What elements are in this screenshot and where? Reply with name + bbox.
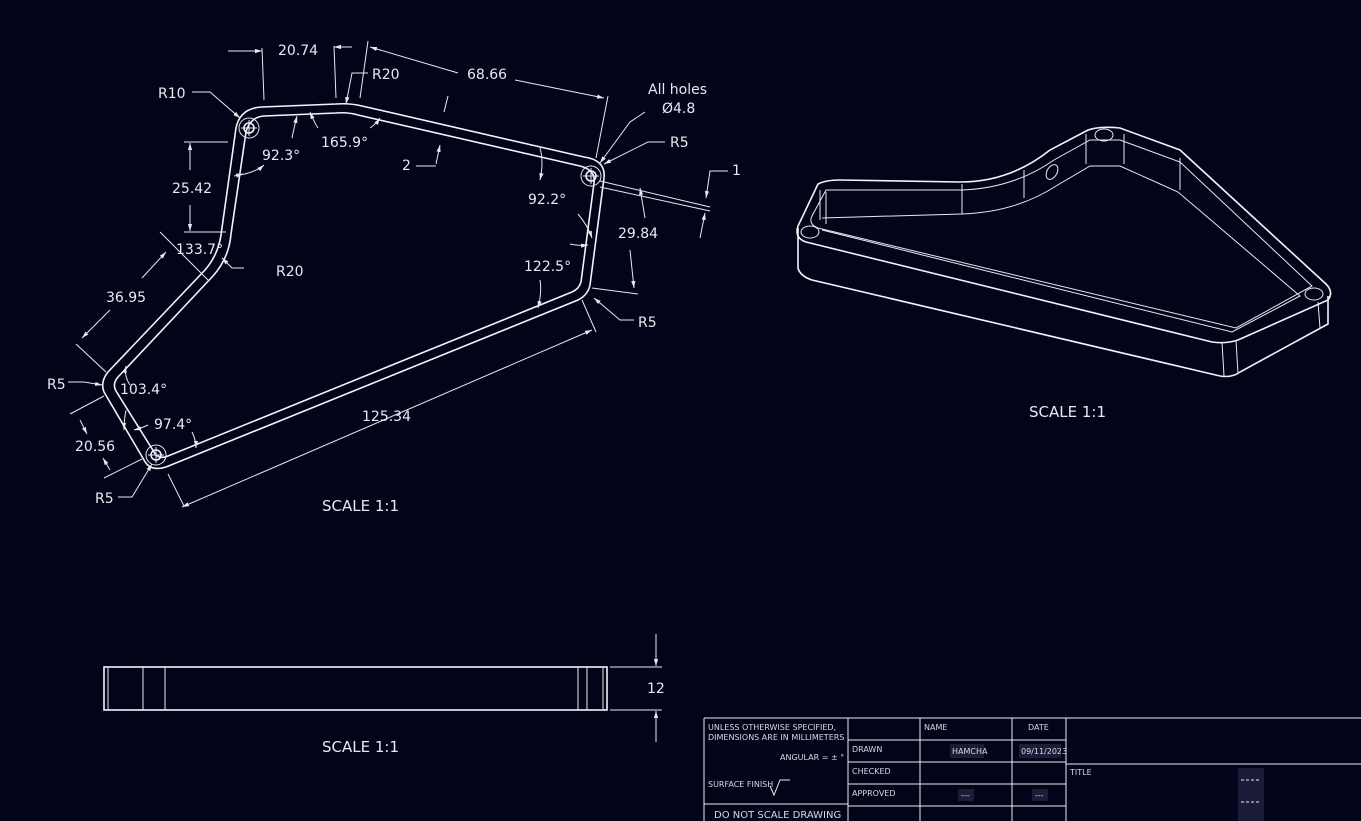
note-angular: ANGULAR = ± ° (780, 753, 844, 762)
dim-133-7: 133.7° (176, 242, 223, 258)
note-hole-diameter: Ø4.8 (662, 101, 695, 117)
dim-r20-top: R20 (372, 67, 400, 83)
title-label: TITLE (1069, 768, 1092, 777)
header-name: NAME (924, 723, 947, 732)
drawn-date: 09/11/2023 (1021, 747, 1067, 756)
dim-165-9: 165.9° (321, 135, 368, 151)
dim-20-74: 20.74 (278, 43, 318, 59)
title-field-marker (1238, 768, 1264, 821)
iso-side-hole (1045, 164, 1059, 180)
iso-hole-left (800, 225, 820, 239)
hole-right-boss (580, 165, 602, 187)
dim-29-84: 29.84 (618, 226, 658, 242)
part-inner-outline (113, 111, 596, 459)
side-view: 12 SCALE 1:1 (103, 634, 665, 756)
row-drawn: DRAWN (852, 745, 882, 754)
dim-92-2: 92.2° (528, 192, 566, 208)
note-do-not-scale: DO NOT SCALE DRAWING (714, 810, 841, 821)
drawn-date-field (1019, 744, 1061, 758)
dim-r5-right: R5 (670, 135, 689, 151)
dimension-lines (68, 40, 728, 508)
dim-2: 2 (402, 158, 411, 174)
approved-date: --- (1035, 791, 1044, 800)
dim-92-3: 92.3° (262, 148, 300, 164)
dim-r20-left: R20 (276, 264, 304, 280)
iso-hole-right (1304, 287, 1324, 301)
dim-122-5: 122.5° (524, 259, 571, 275)
dim-r5-bottom: R5 (95, 491, 114, 507)
dim-r10: R10 (158, 86, 186, 102)
dim-97-4: 97.4° (154, 417, 192, 433)
iso-view-scale: SCALE 1:1 (1029, 403, 1106, 421)
iso-hole-top (1094, 128, 1114, 142)
dim-68-66: 68.66 (467, 67, 507, 83)
drawn-name-field (950, 744, 984, 758)
dim-103-4: 103.4° (120, 382, 167, 398)
isometric-view: SCALE 1:1 (796, 126, 1332, 421)
dim-r5-bottom-right: R5 (638, 315, 657, 331)
dim-25-42: 25.42 (172, 181, 212, 197)
note-dimensions-mm: DIMENSIONS ARE IN MILLIMETERS (708, 733, 844, 742)
hole-top-left-boss (238, 117, 260, 139)
front-view-scale: SCALE 1:1 (322, 497, 399, 515)
note-unless-specified: UNLESS OTHERWISE SPECIFIED, (708, 723, 836, 732)
surface-finish-symbol (769, 779, 790, 797)
hole-bottom-boss (145, 444, 167, 466)
dim-1: 1 (732, 163, 741, 179)
approved-name: --- (961, 791, 970, 800)
note-surface-finish: SURFACE FINISH (708, 780, 773, 789)
header-date: DATE (1028, 723, 1049, 732)
dim-36-95: 36.95 (106, 290, 146, 306)
row-approved: APPROVED (852, 789, 896, 798)
dim-r5-left: R5 (47, 377, 66, 393)
title-block: UNLESS OTHERWISE SPECIFIED, DIMENSIONS A… (703, 717, 1361, 821)
front-view: 20.74 68.66 R10 R20 All holes Ø4.8 R5 1 … (47, 40, 741, 515)
drawn-name: HAMCHA (952, 747, 988, 756)
side-view-scale: SCALE 1:1 (322, 738, 399, 756)
dim-thickness: 12 (647, 681, 665, 697)
part-outer-outline (101, 102, 605, 470)
row-checked: CHECKED (852, 767, 891, 776)
dim-125-34: 125.34 (362, 409, 411, 425)
side-view-outline (103, 666, 608, 711)
dim-20-56: 20.56 (75, 439, 115, 455)
note-all-holes: All holes (648, 82, 707, 98)
